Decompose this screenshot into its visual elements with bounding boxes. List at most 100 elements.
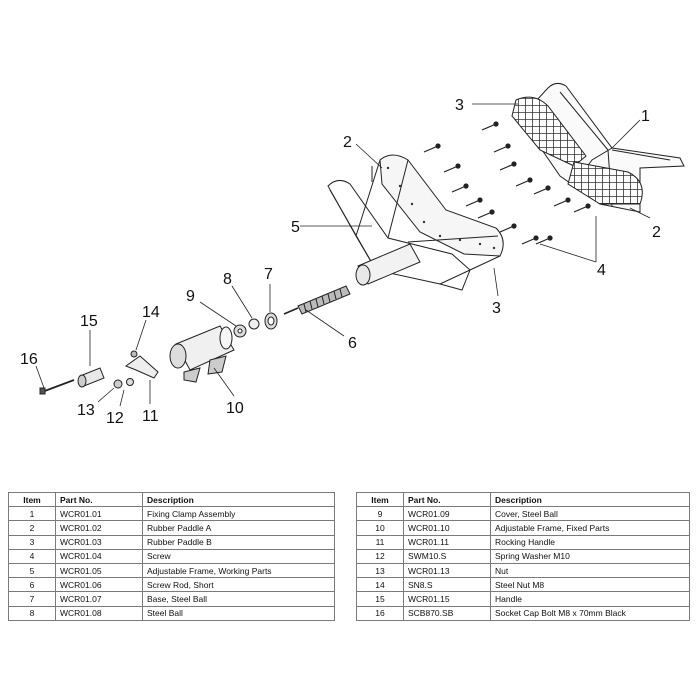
cell-item: 3: [8, 534, 56, 550]
cell-description: Cover, Steel Ball: [490, 506, 690, 522]
cell-item: 8: [8, 605, 56, 621]
callout-3-front: 3: [492, 300, 501, 317]
callout-13: 13: [77, 402, 95, 419]
cell-description: Base, Steel Ball: [142, 591, 335, 607]
header-item: Item: [8, 491, 56, 508]
table-header-row: Item Part No. Description: [356, 491, 690, 508]
cell-description: Rubber Paddle A: [142, 520, 335, 536]
cell-part-no: SWM10.S: [403, 548, 491, 564]
callout-10: 10: [226, 400, 244, 417]
adjustable-frame-working-parts: [327, 154, 504, 291]
cell-part-no: WCR01.13: [403, 562, 491, 579]
cell-description: Steel Nut M8: [490, 577, 690, 593]
callout-16: 16: [20, 351, 38, 368]
header-part-no: Part No.: [403, 491, 491, 508]
cell-item: 4: [8, 548, 56, 564]
cell-description: Steel Ball: [142, 605, 335, 621]
cell-item: 9: [356, 506, 404, 522]
cell-item: 13: [356, 562, 404, 579]
header-item: Item: [356, 491, 404, 508]
cell-part-no: WCR01.08: [55, 605, 143, 621]
cell-item: 14: [356, 577, 404, 593]
header-description: Description: [142, 491, 335, 508]
cell-item: 2: [8, 520, 56, 536]
callout-11: 11: [142, 408, 159, 425]
cell-item: 1: [8, 506, 56, 522]
callout-labels: 1 2 2 3 3 4 5 6 7 8 9 10 11 12 13 14 15 …: [20, 97, 661, 427]
callout-1: 1: [641, 108, 650, 125]
cell-description: Nut: [490, 562, 690, 579]
cell-item: 10: [356, 520, 404, 536]
callout-12: 12: [106, 410, 124, 427]
callout-9: 9: [186, 288, 195, 305]
screw-rod-short: [283, 243, 421, 315]
cell-description: Rocking Handle: [490, 534, 690, 550]
callout-7: 7: [264, 266, 273, 283]
cell-item: 11: [356, 534, 404, 550]
cell-part-no: WCR01.02: [55, 520, 143, 536]
callout-2-front: 2: [343, 134, 352, 151]
cell-description: Spring Washer M10: [490, 548, 690, 564]
rubber-paddle-b: [511, 96, 643, 205]
cell-item: 6: [8, 577, 56, 593]
cell-part-no: WCR01.01: [55, 506, 143, 522]
leader-lines: [35, 103, 651, 407]
cell-part-no: WCR01.07: [55, 591, 143, 607]
cell-part-no: WCR01.09: [403, 506, 491, 522]
cell-description: Rubber Paddle B: [142, 534, 335, 550]
cell-part-no: WCR01.10: [403, 520, 491, 536]
header-part-no: Part No.: [55, 491, 143, 508]
cell-part-no: WCR01.15: [403, 591, 491, 607]
cell-item: 5: [8, 562, 56, 579]
cell-part-no: WCR01.11: [403, 534, 491, 550]
screw-set: [423, 121, 591, 245]
cell-item: 12: [356, 548, 404, 564]
adjustable-frame-fixed-parts: [169, 325, 235, 383]
callout-15: 15: [80, 313, 98, 330]
cell-description: Handle: [490, 591, 690, 607]
cell-part-no: WCR01.06: [55, 577, 143, 593]
rubber-paddle-a: [386, 166, 496, 250]
callout-14: 14: [142, 304, 160, 321]
steel-ball-parts: [233, 312, 278, 338]
callout-8: 8: [223, 271, 232, 288]
cell-description: Adjustable Frame, Working Parts: [142, 562, 335, 579]
cell-description: Socket Cap Bolt M8 x 70mm Black: [490, 605, 690, 621]
callout-4: 4: [597, 262, 606, 279]
callout-2-rear: 2: [652, 224, 661, 241]
cell-description: Fixing Clamp Assembly: [142, 506, 335, 522]
cell-item: 7: [8, 591, 56, 607]
cell-part-no: WCR01.04: [55, 548, 143, 564]
cell-description: Screw Rod, Short: [142, 577, 335, 593]
cell-part-no: WCR01.03: [55, 534, 143, 550]
rocking-handle-parts: [39, 350, 159, 395]
cell-item: 16: [356, 605, 404, 621]
cell-part-no: SN8.S: [403, 577, 491, 593]
cell-part-no: WCR01.05: [55, 562, 143, 579]
callout-5: 5: [291, 219, 300, 236]
cell-description: Screw: [142, 548, 335, 564]
cell-item: 15: [356, 591, 404, 607]
callout-6: 6: [348, 335, 357, 352]
cell-description: Adjustable Frame, Fixed Parts: [490, 520, 690, 536]
callout-3-rear: 3: [455, 97, 464, 114]
cell-part-no: SCB870.SB: [403, 605, 491, 621]
exploded-assembly-diagram: 1 2 2 3 3 4 5 6 7 8 9 10 11 12 13 14 15 …: [20, 82, 685, 427]
table-header-row: Item Part No. Description: [8, 491, 335, 508]
header-description: Description: [490, 491, 690, 508]
